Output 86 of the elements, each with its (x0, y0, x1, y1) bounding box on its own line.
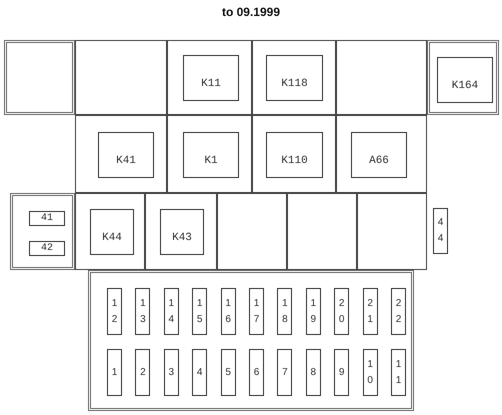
fuse (135, 288, 150, 335)
relay-label: K11 (201, 78, 221, 90)
relay-label: K1 (204, 155, 218, 167)
fuse (362, 288, 378, 335)
fuse-number: 19 (310, 296, 318, 326)
relay-slot (336, 115, 427, 193)
relay-slot (167, 40, 252, 115)
fuse-number: 9 (338, 366, 346, 380)
fuse (334, 288, 350, 335)
fuse-number: 10 (366, 358, 374, 388)
fuse (277, 288, 292, 335)
fuse (29, 211, 65, 226)
fuse (249, 349, 264, 396)
fuse (220, 349, 236, 396)
fuse (220, 288, 236, 335)
relay-slot (75, 40, 167, 115)
relay-box (90, 209, 134, 255)
fuse (192, 349, 208, 396)
housing-section (4, 40, 75, 115)
fuse (391, 349, 406, 396)
relay-slot (357, 193, 427, 270)
fuse (306, 349, 321, 396)
fuse (135, 349, 150, 396)
fuse-number: 4 (196, 366, 204, 380)
relay-box (351, 132, 407, 178)
relay-box (183, 55, 239, 101)
fuse (107, 288, 122, 335)
fuse (334, 349, 350, 396)
housing-section (427, 40, 499, 115)
relay-label: K164 (452, 80, 478, 92)
relay-slot (75, 115, 167, 193)
fuse-number: 22 (394, 296, 402, 326)
relay-box (437, 57, 493, 103)
relay-label: K43 (172, 232, 192, 244)
fuse (362, 349, 378, 396)
fuse-number: 20 (338, 296, 346, 326)
fuse-number: 18 (281, 296, 289, 326)
relay-box (160, 209, 204, 255)
relay-label: K44 (102, 232, 122, 244)
fuse-number: 12 (110, 296, 118, 326)
relay-box (266, 55, 323, 101)
fuse (433, 208, 448, 254)
fuse-number: 2 (139, 366, 147, 380)
relay-label: A66 (369, 155, 389, 167)
fuse-number: 17 (252, 296, 260, 326)
fuse (192, 288, 208, 335)
relay-box (98, 132, 154, 178)
fuse (164, 288, 179, 335)
fuse (391, 288, 406, 335)
fuse-number: 15 (196, 296, 204, 326)
fuse-number: 11 (394, 358, 402, 388)
fuse (107, 349, 122, 396)
relay-slot (252, 115, 336, 193)
fuse (164, 349, 179, 396)
fuse-number: 21 (366, 296, 374, 326)
housing-section (88, 270, 414, 411)
fuse-number: 41 (40, 214, 53, 224)
fuse (249, 288, 264, 335)
relay-box (183, 132, 239, 178)
fuse-number: 3 (168, 366, 176, 380)
relay-box (266, 132, 323, 178)
fuse-number: 5 (224, 366, 232, 380)
fuse (306, 288, 321, 335)
fuse-number: 8 (310, 366, 318, 380)
housing-section (10, 193, 75, 270)
fuse-number: 14 (168, 296, 176, 326)
fuse (29, 241, 65, 256)
relay-slot (145, 193, 217, 270)
relay-slot (252, 40, 336, 115)
relay-label: K110 (281, 155, 308, 167)
fuse-number: 44 (436, 216, 444, 246)
relay-label: K118 (281, 78, 308, 90)
relay-slot (287, 193, 357, 270)
title: to 09.1999 (220, 5, 282, 19)
relay-slot (167, 115, 252, 193)
fuse-number: 13 (139, 296, 147, 326)
fuse-number: 42 (40, 244, 53, 254)
fuse-number: 16 (224, 296, 232, 326)
fuse-number: 1 (110, 366, 118, 380)
fuse (277, 349, 292, 396)
relay-slot (75, 193, 145, 270)
relay-slot (217, 193, 287, 270)
relay-slot (336, 40, 427, 115)
fuse-number: 6 (252, 366, 260, 380)
relay-label: K41 (116, 155, 136, 167)
fuse-number: 7 (281, 366, 289, 380)
